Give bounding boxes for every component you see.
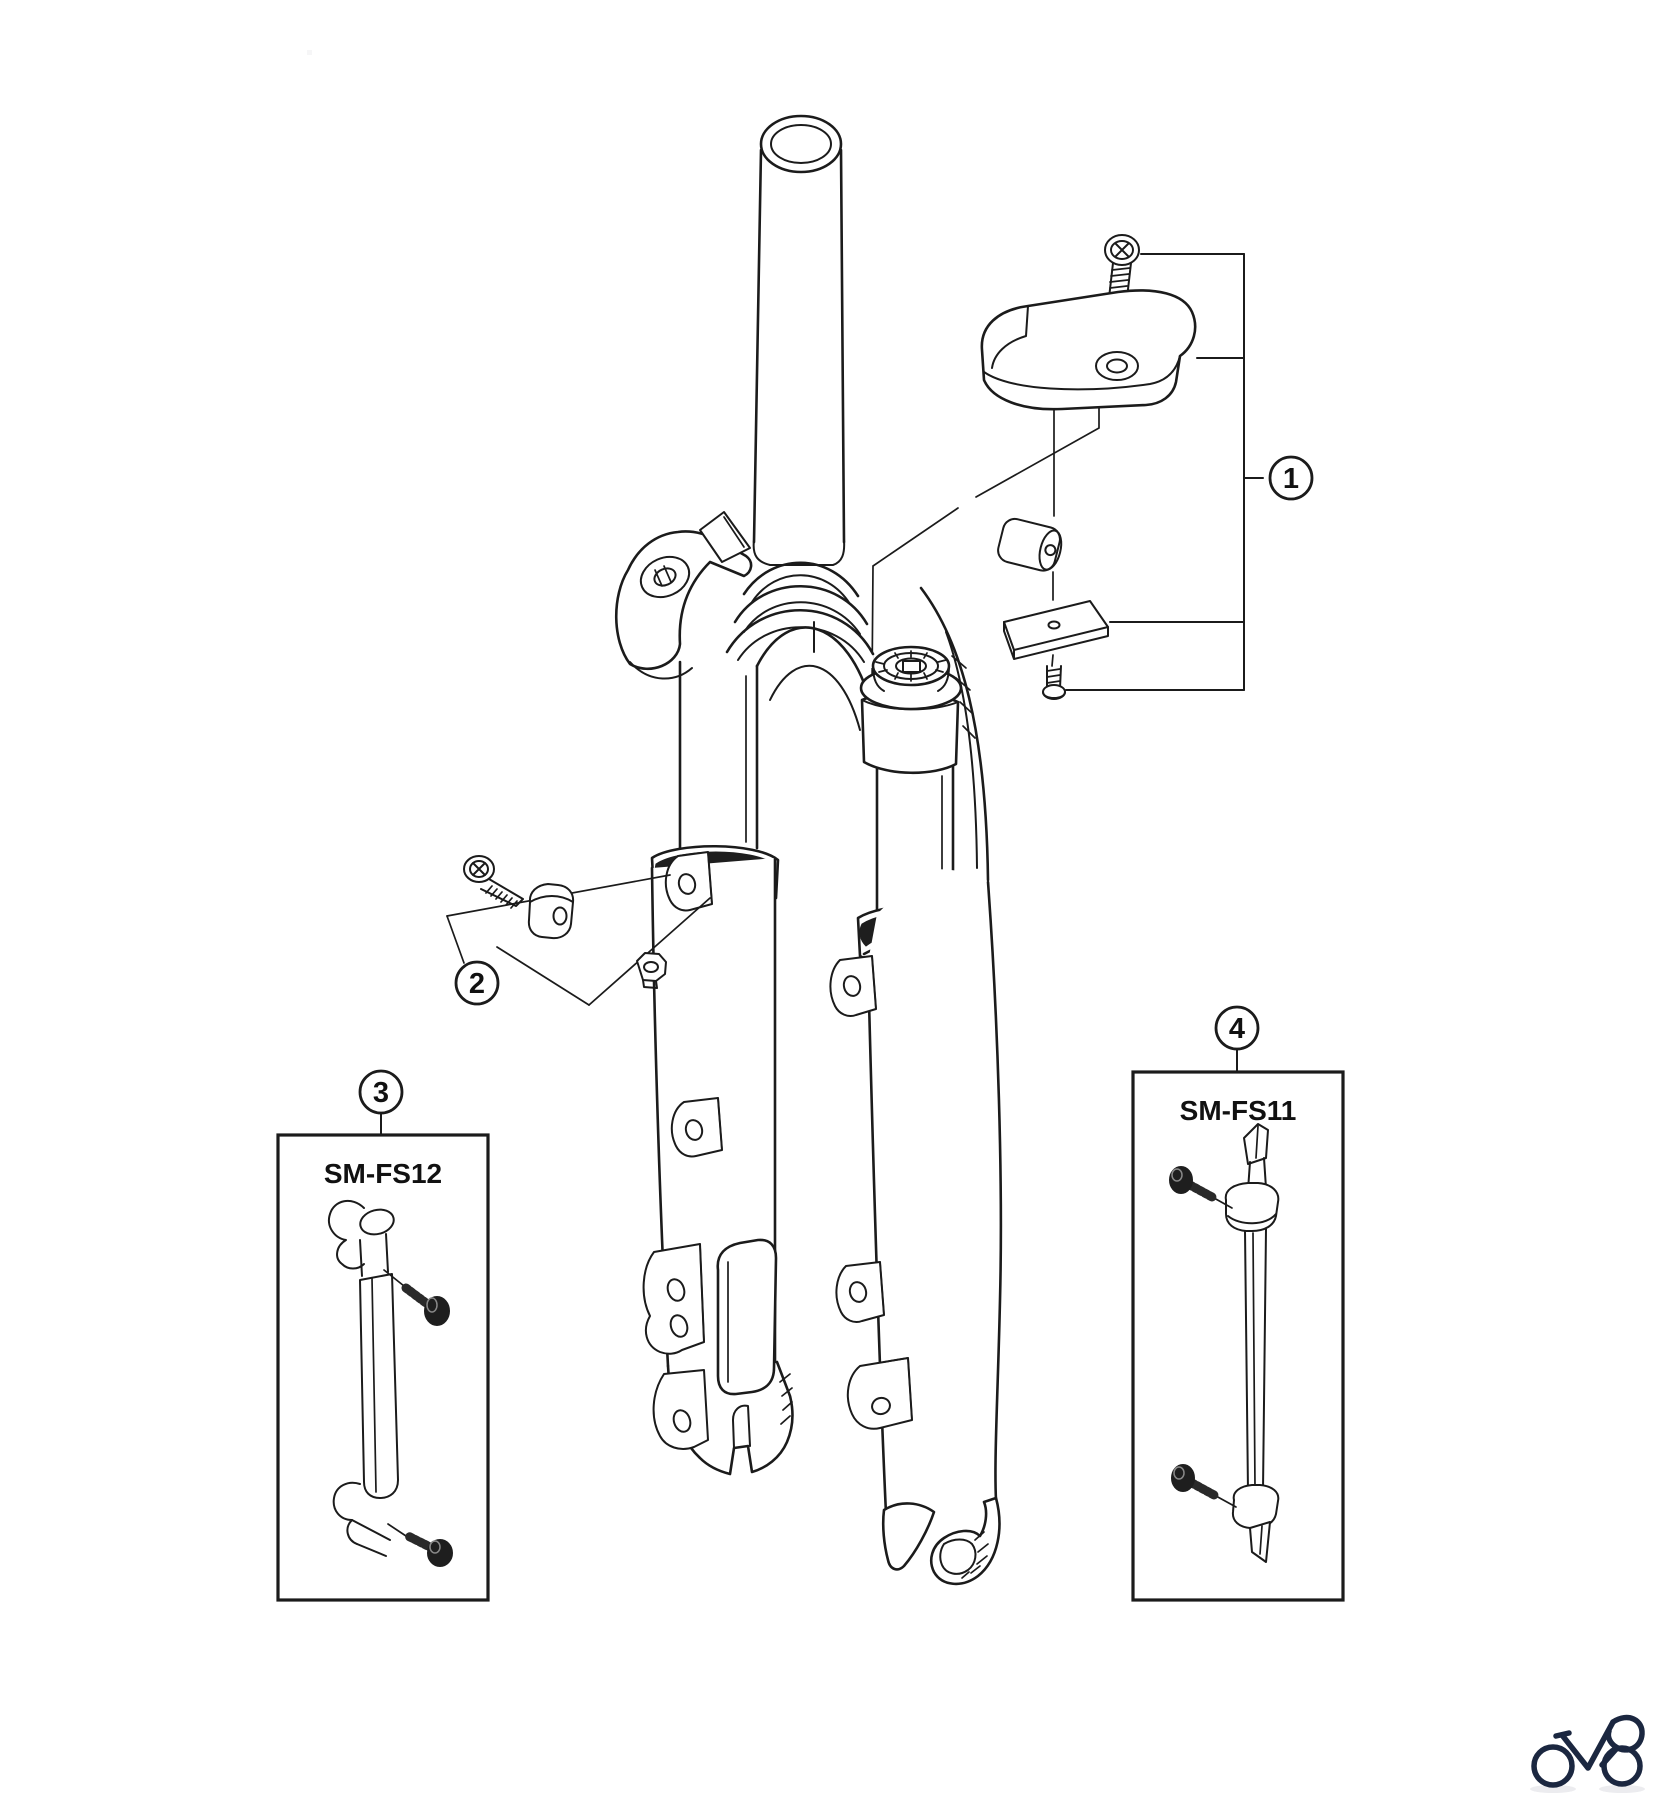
sm-fs11-screw-2 bbox=[1171, 1464, 1237, 1508]
sm-fs11-screw-1 bbox=[1169, 1166, 1233, 1209]
left-leg-double-boss bbox=[642, 1243, 705, 1355]
parts-group-1 bbox=[980, 234, 1197, 700]
group2-clamp-block bbox=[527, 883, 575, 940]
right-leg-cable-tab-2 bbox=[835, 1261, 885, 1323]
right-lower-leg bbox=[866, 869, 1003, 1586]
crown-rings bbox=[725, 561, 875, 668]
lug-bolt-hole bbox=[653, 567, 677, 587]
callout-4: 4 bbox=[1214, 1005, 1260, 1051]
crown-arch bbox=[755, 621, 873, 731]
dial-center-key bbox=[902, 660, 921, 673]
crown-blade-outline bbox=[919, 586, 990, 882]
left-leg-cable-tab-2 bbox=[670, 1097, 723, 1158]
sm-fs12-link bbox=[328, 1199, 399, 1557]
group1-mount-plate bbox=[1003, 600, 1109, 660]
block-hole bbox=[552, 906, 568, 926]
inner-brace-panel bbox=[716, 1238, 778, 1396]
crown-lug-flag bbox=[699, 511, 751, 563]
cap-screw-hole bbox=[1106, 358, 1128, 374]
group1-spacer-cylinder bbox=[997, 517, 1063, 572]
logo-shadow bbox=[1599, 1785, 1645, 1793]
phillips-cross-icon bbox=[472, 862, 486, 876]
parts-group-2 bbox=[446, 855, 711, 1006]
part-box-sm-fs12: SM-FS12 bbox=[276, 1112, 490, 1602]
callout-3: 3 bbox=[358, 1069, 404, 1115]
callout-1-number: 1 bbox=[1283, 463, 1299, 495]
plate-hole bbox=[1047, 620, 1061, 630]
right-leg-cable-tab-1 bbox=[829, 955, 877, 1017]
box-title-sm-fs12: SM-FS12 bbox=[324, 1158, 442, 1189]
logo-frame bbox=[1559, 1719, 1616, 1771]
cylinder-hole bbox=[1044, 544, 1057, 557]
right-dropout bbox=[881, 1496, 1001, 1586]
callout-2-number: 2 bbox=[469, 968, 485, 1000]
bicycle-logo bbox=[1530, 1714, 1645, 1793]
callout-4-number: 4 bbox=[1229, 1013, 1245, 1045]
left-dropout-slot bbox=[732, 1404, 751, 1449]
lockout-dial bbox=[859, 645, 963, 711]
sm-fs12-screw-2 bbox=[387, 1523, 453, 1567]
logo-handlebar-curl bbox=[1605, 1714, 1645, 1753]
callout-2: 2 bbox=[454, 960, 500, 1006]
right-leg-canti-boss bbox=[846, 1357, 913, 1430]
callout-1-leaders bbox=[871, 253, 1264, 691]
callout-3-number: 3 bbox=[373, 1077, 389, 1109]
left-leg-lower-bracket bbox=[652, 1369, 709, 1450]
group1-cap-cover bbox=[980, 289, 1197, 411]
sm-fs11-rod bbox=[1224, 1123, 1280, 1563]
logo-fork-stroke bbox=[1599, 1745, 1620, 1768]
fork-illustration bbox=[614, 114, 1003, 1586]
phillips-cross-icon bbox=[1115, 243, 1129, 257]
logo-left-wheel bbox=[1531, 1744, 1575, 1788]
sm-fs12-screw-1 bbox=[383, 1269, 450, 1326]
logo-shadow bbox=[1530, 1785, 1576, 1793]
steerer-tube bbox=[752, 114, 847, 566]
callout-1: 1 bbox=[1268, 455, 1314, 501]
left-leg-cable-tab-1 bbox=[664, 851, 713, 912]
artifact-dot bbox=[307, 50, 312, 55]
group2-screw bbox=[463, 855, 524, 909]
left-stanchion bbox=[678, 660, 759, 850]
part-box-sm-fs11: SM-FS11 bbox=[1131, 1048, 1345, 1602]
group1-bottom-screw bbox=[1042, 665, 1066, 700]
box-title-sm-fs11: SM-FS11 bbox=[1180, 1095, 1297, 1126]
crown-left-lug bbox=[614, 511, 753, 680]
group2-nut bbox=[636, 952, 667, 989]
